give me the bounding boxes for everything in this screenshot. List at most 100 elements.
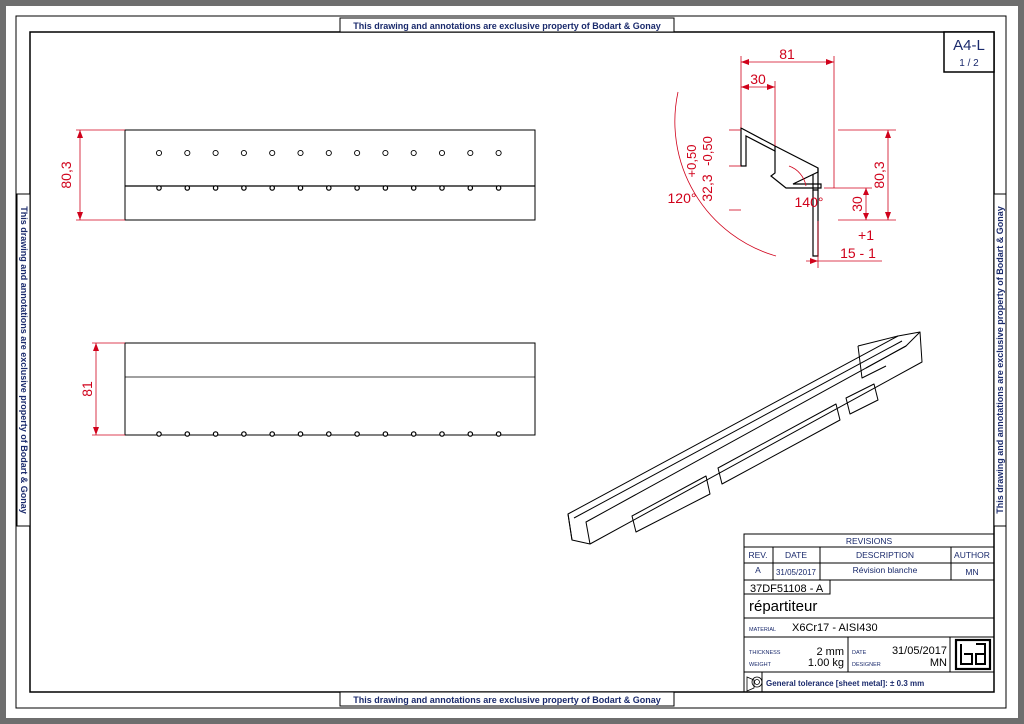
hole xyxy=(240,149,247,157)
foot-width-label: 15 - 1 xyxy=(840,245,876,261)
front-height-label: 81 xyxy=(79,381,95,397)
hole xyxy=(495,431,502,437)
rev-header: REV. xyxy=(748,550,767,560)
right-banner-box xyxy=(993,193,1007,527)
projection-symbol-icon xyxy=(746,676,763,692)
flange-width-label: 30 xyxy=(750,71,766,87)
front-view xyxy=(124,342,536,437)
part-number: 37DF51108 - A xyxy=(750,583,824,595)
hole xyxy=(212,149,219,157)
left-banner-box xyxy=(16,193,31,527)
top-view xyxy=(124,129,536,221)
bottom-banner-box xyxy=(339,691,675,707)
hole xyxy=(325,185,332,191)
format-box xyxy=(943,31,995,73)
top-banner-box xyxy=(339,17,675,33)
front-height-dimension xyxy=(92,342,125,436)
sheet-format: A4-L xyxy=(953,37,985,54)
hole xyxy=(241,431,247,437)
hole xyxy=(184,431,191,437)
hole xyxy=(156,431,162,437)
hole xyxy=(297,185,304,191)
weight-label: WEIGHT xyxy=(749,662,772,668)
hole xyxy=(467,149,474,157)
material-label: MATERIAL xyxy=(749,627,776,633)
left-banner: This drawing and annotations are exclusi… xyxy=(19,206,29,514)
date-header: DATE xyxy=(785,550,807,560)
hole xyxy=(354,185,360,191)
bottom-banner: This drawing and annotations are exclusi… xyxy=(353,695,661,705)
designer-value: MN xyxy=(930,657,947,669)
foot-height-label: 30 xyxy=(849,196,865,212)
weight-value: 1.00 kg xyxy=(808,657,844,669)
hole xyxy=(269,149,276,157)
front-view-holes xyxy=(156,431,502,437)
top-height-dimension xyxy=(76,129,125,221)
top-height-label: 80,3 xyxy=(58,161,74,188)
hole xyxy=(467,185,474,191)
tolerance-lower-label: -0,50 xyxy=(700,136,715,166)
author-header: AUTHOR xyxy=(954,550,990,560)
tolerance-upper-label: +0,50 xyxy=(684,145,699,178)
date-value: 31/05/2017 xyxy=(892,645,947,657)
hole xyxy=(410,431,417,437)
hole xyxy=(382,431,389,437)
hole xyxy=(325,149,332,157)
rev-date-value: 31/05/2017 xyxy=(776,568,817,577)
hole xyxy=(212,431,219,437)
hole xyxy=(269,185,276,191)
thickness-value: 2 mm xyxy=(817,646,845,658)
part-name: répartiteur xyxy=(749,598,817,615)
hole xyxy=(382,185,389,191)
hole xyxy=(156,185,162,191)
hole xyxy=(297,431,304,437)
top-view-bend-holes xyxy=(156,185,502,191)
hole xyxy=(354,149,361,157)
hole xyxy=(184,149,191,157)
hole xyxy=(439,431,445,437)
right-banner: This drawing and annotations are exclusi… xyxy=(995,206,1005,514)
angle-left-label: 120° xyxy=(668,190,697,206)
outer-border xyxy=(15,15,1007,709)
description-header: DESCRIPTION xyxy=(856,550,914,560)
revisions-title: REVISIONS xyxy=(846,536,893,546)
angle-right-label: 140° xyxy=(795,194,824,210)
section-profile xyxy=(740,127,822,257)
rev-author-value: MN xyxy=(965,567,978,577)
hole xyxy=(495,185,502,191)
top-view-holes xyxy=(155,149,502,157)
top-banner: This drawing and annotations are exclusi… xyxy=(353,21,661,31)
hole xyxy=(467,431,474,437)
hole xyxy=(495,149,502,157)
hole xyxy=(212,185,219,191)
hole xyxy=(155,149,163,157)
rev-description-value: Révision blanche xyxy=(853,565,918,575)
thickness-label: THICKNESS xyxy=(749,650,781,656)
hole xyxy=(325,431,332,437)
hole xyxy=(241,185,247,191)
lip-height-label: 32,3 xyxy=(699,174,715,201)
date-label: DATE xyxy=(852,650,867,656)
hole xyxy=(354,431,360,437)
designer-label: DESIGNER xyxy=(852,662,881,668)
hole xyxy=(438,149,446,157)
hole xyxy=(184,185,191,191)
hole xyxy=(269,431,276,437)
title-block xyxy=(743,579,995,693)
hole xyxy=(439,185,445,191)
height-right-label: 80,3 xyxy=(871,161,887,188)
hole xyxy=(410,185,417,191)
isometric-view xyxy=(567,331,923,545)
section-width-label: 81 xyxy=(779,46,795,62)
drawing-sheet: This drawing and annotations are exclusi… xyxy=(6,6,1018,718)
company-logo xyxy=(954,638,992,671)
hole xyxy=(410,149,417,157)
sheet-page: 1 / 2 xyxy=(959,58,979,69)
material-value: X6Cr17 - AISI430 xyxy=(792,622,878,634)
hole xyxy=(382,149,389,157)
hole xyxy=(297,149,304,157)
technical-drawing: This drawing and annotations are exclusi… xyxy=(15,15,1007,709)
general-tolerance: General tolerance [sheet metal]: ± 0.3 m… xyxy=(766,679,924,688)
section-dimensions xyxy=(674,56,896,268)
rev-value: A xyxy=(755,565,761,575)
